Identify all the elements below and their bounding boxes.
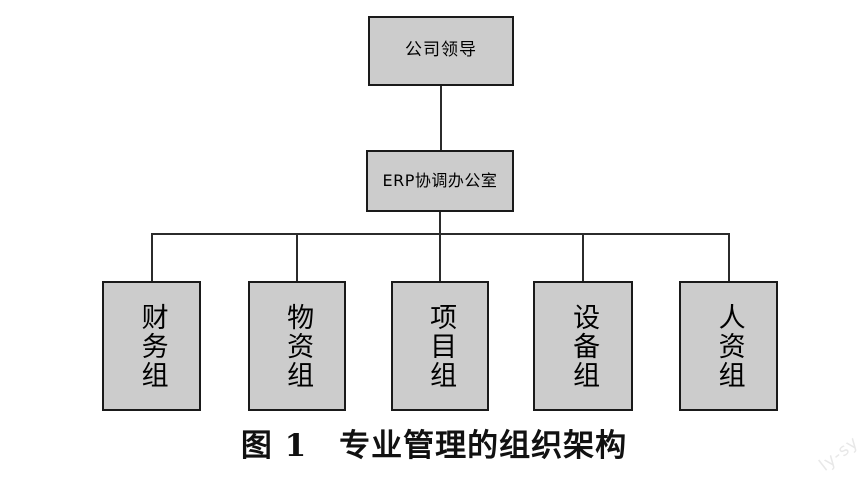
node-label: 项目组	[425, 302, 457, 390]
node-hr-group: 人资组	[679, 281, 778, 411]
node-label: ERP协调办公室	[382, 170, 498, 190]
connector-erp-to-bus	[439, 212, 441, 234]
node-equipment-group: 设备组	[533, 281, 633, 411]
node-project-group: 项目组	[391, 281, 489, 411]
node-finance-group: 财务组	[102, 281, 201, 411]
node-label: 公司领导	[405, 40, 477, 61]
connector-bus-to-equipment	[582, 233, 584, 281]
figure-caption: 图 1 专业管理的组织架构	[240, 428, 628, 464]
node-materials-group: 物资组	[248, 281, 346, 411]
node-company-leadership: 公司领导	[368, 16, 514, 86]
connector-leader-to-erp	[440, 86, 442, 150]
connector-bus-to-finance	[151, 233, 153, 281]
node-label: 设备组	[568, 302, 600, 390]
node-label: 物资组	[282, 302, 314, 390]
organization-chart: 公司领导 ERP协调办公室 财务组 物资组 项目组 设备组 人资组	[102, 16, 778, 411]
node-erp-coordination-office: ERP协调办公室	[366, 150, 514, 212]
connector-bus-to-materials	[296, 233, 298, 281]
connector-bus-to-project	[439, 233, 441, 281]
node-label: 财务组	[136, 302, 168, 390]
node-label: 人资组	[713, 302, 745, 390]
connector-bus-to-hr	[728, 233, 730, 281]
